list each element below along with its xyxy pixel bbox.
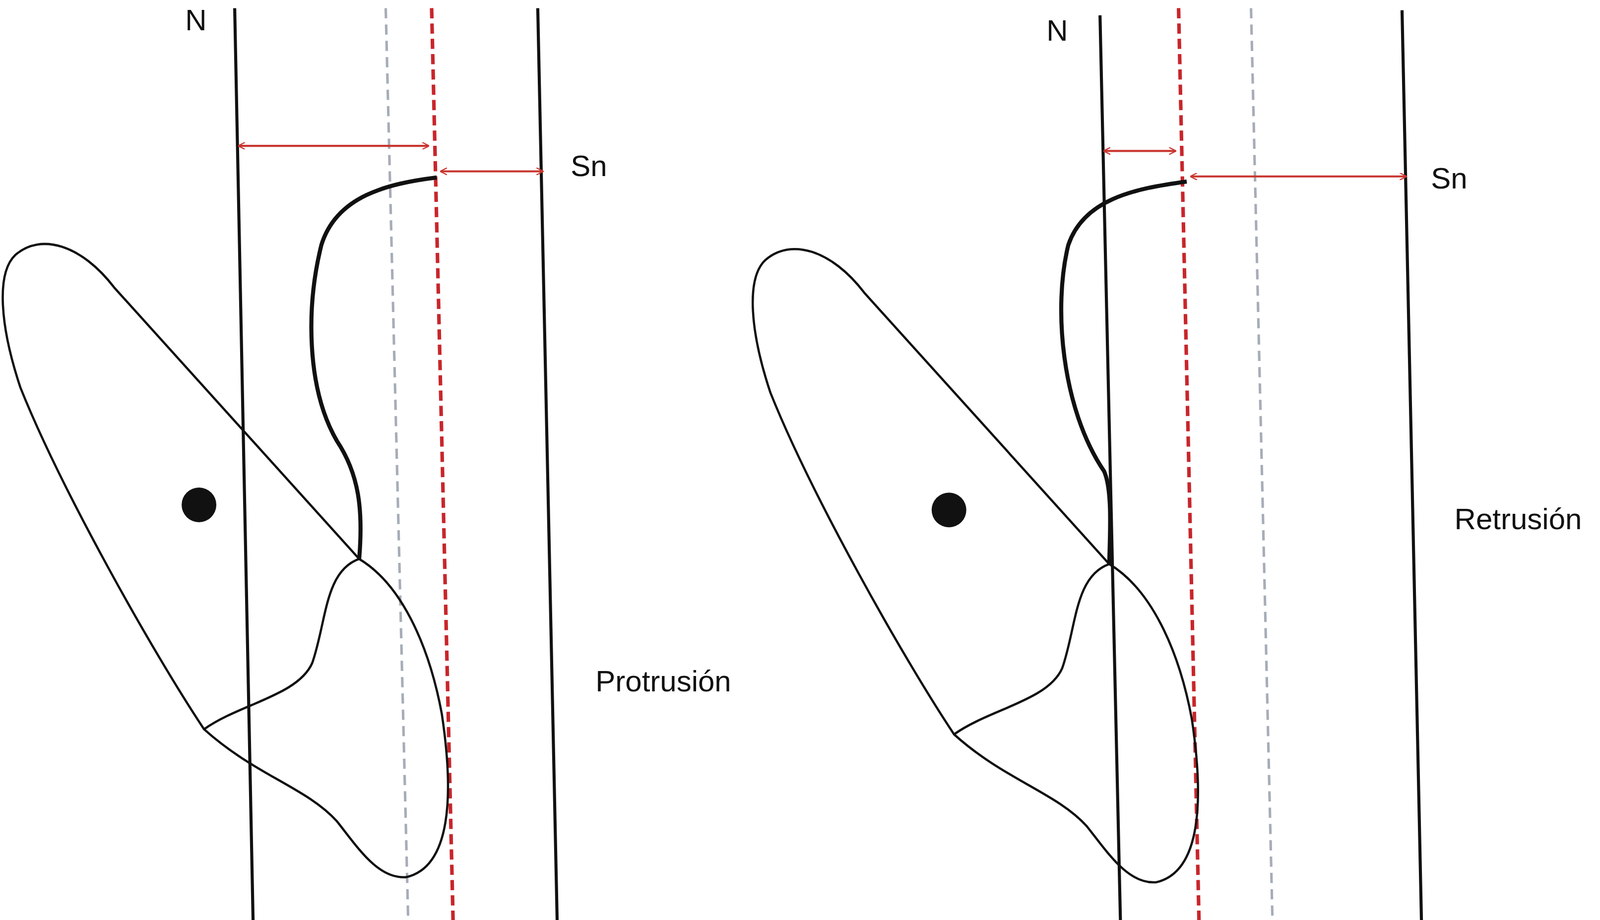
distance-arrow [1190, 175, 1407, 178]
condition-label: Retrusión [1452, 503, 1585, 536]
lip-line [1178, 7, 1200, 920]
landmark-label: Sn [568, 150, 609, 183]
right-panel [752, 7, 1422, 920]
incisor [2, 244, 449, 878]
incisor [752, 249, 1199, 883]
lip-line [431, 7, 453, 920]
subnasal-line [1402, 10, 1422, 920]
reference-line [1251, 7, 1273, 920]
lip-profile [1061, 181, 1187, 565]
distance-arrow [238, 144, 429, 147]
left-panel [2, 7, 558, 920]
distance-arrow [1103, 149, 1176, 152]
landmark-label: N [1044, 14, 1070, 47]
lip-profile [311, 177, 438, 560]
landmark-label: N [183, 4, 209, 37]
landmark-label: Sn [1428, 162, 1470, 195]
condition-label: Protrusión [593, 665, 733, 698]
distance-arrow [441, 170, 544, 173]
subnasal-line [537, 7, 558, 920]
